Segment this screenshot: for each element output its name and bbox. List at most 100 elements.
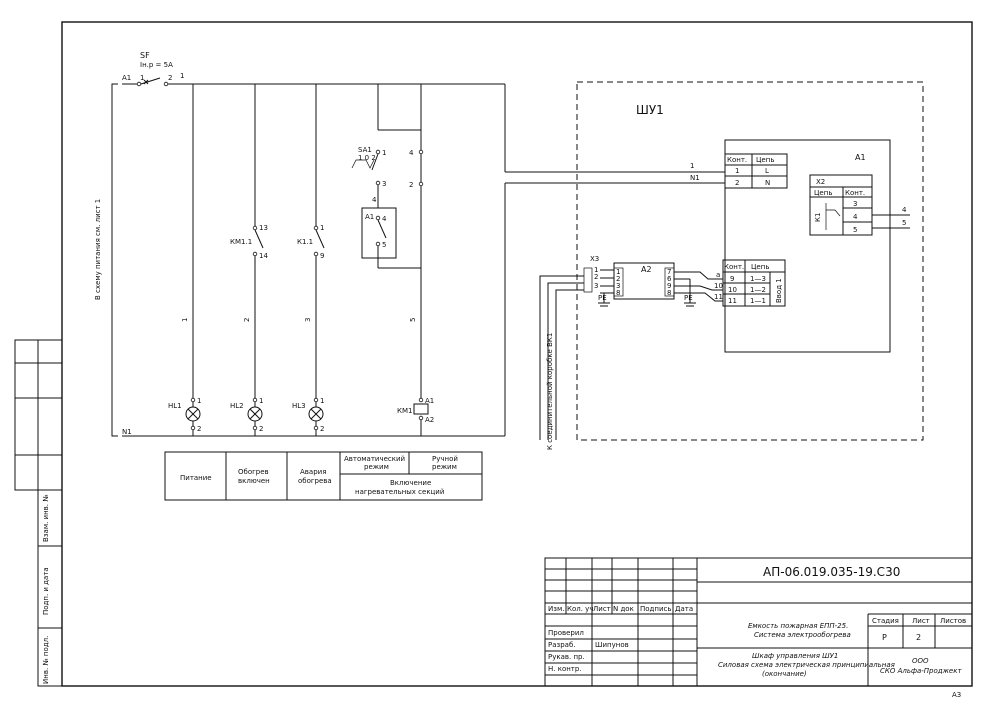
relay-a1-tag: А1 xyxy=(365,213,374,221)
tb-h-ndok: N док xyxy=(613,605,634,613)
wire-branch1: 1 xyxy=(181,318,189,322)
a2-lp1: 1 xyxy=(616,268,620,276)
legend-c4a: Автоматический xyxy=(344,455,405,463)
sa1-wire4: 4 xyxy=(372,196,377,204)
hl2-pin-top: 1 xyxy=(259,397,263,405)
km11-pin-bot: 14 xyxy=(259,252,268,260)
x2-row5: 5 xyxy=(853,226,857,234)
x3-pe: PE xyxy=(598,294,607,302)
a1-r2-k: 2 xyxy=(735,179,739,187)
x3-p2: 2 xyxy=(594,273,598,281)
relay-a1-contact: А1 4 5 xyxy=(361,207,421,269)
vvod-h-kont: Конт. xyxy=(724,263,744,271)
wire-out-4: 4 xyxy=(902,206,907,214)
a1-h-tsep: Цепь xyxy=(756,156,774,164)
legend-c2a: Обогрев xyxy=(238,468,269,476)
a2-lp3: 3 xyxy=(616,282,620,290)
tb-author: Шипунов xyxy=(595,641,629,649)
vvod-r2-c: 1—2 xyxy=(750,286,766,294)
sa1-pin1: 1 xyxy=(382,149,386,157)
tb-drawing1: Шкаф управления ШУ1 xyxy=(752,652,838,660)
hl3-pin-bot: 2 xyxy=(320,425,324,433)
km11-pin-top: 13 xyxy=(259,224,268,232)
side-stamp: Инв. № подл. Подп. и дата Взам. инв. № xyxy=(14,339,63,687)
breaker-pin1: 1 xyxy=(140,74,144,82)
tb-h-izm: Изм. xyxy=(548,605,564,613)
tb-r-prov: Проверил xyxy=(548,629,584,637)
x2-tag: Х2 xyxy=(816,178,825,186)
a1-r1-k: 1 xyxy=(735,167,739,175)
lamp-hl3: HL3 1 2 xyxy=(292,397,324,436)
legend-c2b: включен xyxy=(238,477,270,485)
tb-org2: СКО Альфа-Проджект xyxy=(880,667,962,675)
a1-r2-c: N xyxy=(765,179,770,187)
power-circuit: В схему питания см. лист 1 SF Iн.р = 5А … xyxy=(94,51,725,501)
legend-c5b: режим xyxy=(432,463,457,471)
tb-r-nkont: Н. контр. xyxy=(548,665,582,673)
hl3-pin-top: 1 xyxy=(320,397,324,405)
vvod-r1-k: 9 xyxy=(730,275,734,283)
vvod-r2-k: 10 xyxy=(728,286,737,294)
vvod-side: Ввод 1 xyxy=(775,278,783,303)
km1-pin-top: А1 xyxy=(425,397,434,405)
a2-lp8: 8 xyxy=(616,289,620,297)
legend-c5a: Ручной xyxy=(432,455,458,463)
sa1-pin2: 2 xyxy=(409,181,413,189)
tb-h-kol: Кол. уч xyxy=(567,605,593,613)
vvod-h-tsep: Цепь xyxy=(751,263,769,271)
wire-out-5: 5 xyxy=(902,219,906,227)
a1-r1-c: L xyxy=(765,167,769,175)
breaker-rating: Iн.р = 5А xyxy=(140,61,173,69)
x2-row3: 3 xyxy=(853,200,857,208)
wire-branch3: 3 xyxy=(304,318,312,322)
km1-tag: КМ1 xyxy=(397,407,412,415)
a2-out-a: a xyxy=(716,271,720,279)
a2-out-11: 11 xyxy=(714,293,723,301)
breaker-pin2: 2 xyxy=(168,74,172,82)
x3-tag: Х3 xyxy=(590,255,599,263)
relay-a1-pin4: 4 xyxy=(382,215,387,223)
tb-project2: Система электрообогрева xyxy=(754,631,851,639)
cabinet-title: ШУ1 xyxy=(636,103,664,117)
vk1-note: К соединительной коробке ВК1 xyxy=(546,333,554,450)
a2-rp8: 8 xyxy=(667,289,671,297)
legend-table: Питание Обогрев включен Авария обогрева … xyxy=(164,451,483,501)
wire-branch2: 2 xyxy=(243,318,251,322)
hl2-pin-bot: 2 xyxy=(259,425,263,433)
vvod-r3-k: 11 xyxy=(728,297,737,305)
drawing-frame xyxy=(61,21,973,687)
tb-format: А3 xyxy=(952,691,961,699)
tb-project1: Емкость пожарная ЕПП-25. xyxy=(748,622,848,630)
side-note: В схему питания см. лист 1 xyxy=(94,199,102,300)
side-stamp-podp: Подп. и дата xyxy=(42,567,50,615)
title-block: АП-06.019.035-19.С30 Изм. Кол. уч Лист N… xyxy=(544,557,973,699)
km1-pin-bot: А2 xyxy=(425,416,434,424)
tb-code: АП-06.019.035-19.С30 xyxy=(763,565,900,579)
tb-drawing3: (окончание) xyxy=(762,670,807,678)
tb-stadia: Р xyxy=(882,633,887,642)
coil-km1: КМ1 А1 А2 xyxy=(397,397,434,436)
x3-p3: 3 xyxy=(594,282,598,290)
cabinet-outline xyxy=(576,81,924,441)
tb-r-ruk: Рукав. пр. xyxy=(548,653,585,661)
tb-h-listov: Листов xyxy=(940,617,966,625)
tb-h-podp: Подпись xyxy=(640,605,672,613)
hl3-tag: HL3 xyxy=(292,402,306,410)
x2-h-tsep: Цепь xyxy=(814,189,832,197)
legend-c3a: Авария xyxy=(300,468,326,476)
sa1-pos: 1 0 2 xyxy=(358,154,376,162)
a2-pe: PE xyxy=(684,294,693,302)
vvod-r1-c: 1—3 xyxy=(750,275,766,283)
sa1-pin3: 3 xyxy=(382,180,386,188)
hl1-pin-bot: 2 xyxy=(197,425,201,433)
tb-h-list: Лист xyxy=(593,605,611,613)
a2-out-10: 10 xyxy=(714,282,723,290)
legend-c6b: нагревательных секций xyxy=(355,488,444,496)
side-stamp-inv: Инв. № подл. xyxy=(42,636,50,684)
breaker-a1: А1 xyxy=(122,74,131,82)
a2-tag: А2 xyxy=(641,265,652,274)
x2-h-kont: Конт. xyxy=(845,189,865,197)
tb-h-stadia: Стадия xyxy=(872,617,899,625)
tb-org1: ООО xyxy=(912,657,929,665)
side-stamp-vzam: Взам. инв. № xyxy=(42,494,50,542)
